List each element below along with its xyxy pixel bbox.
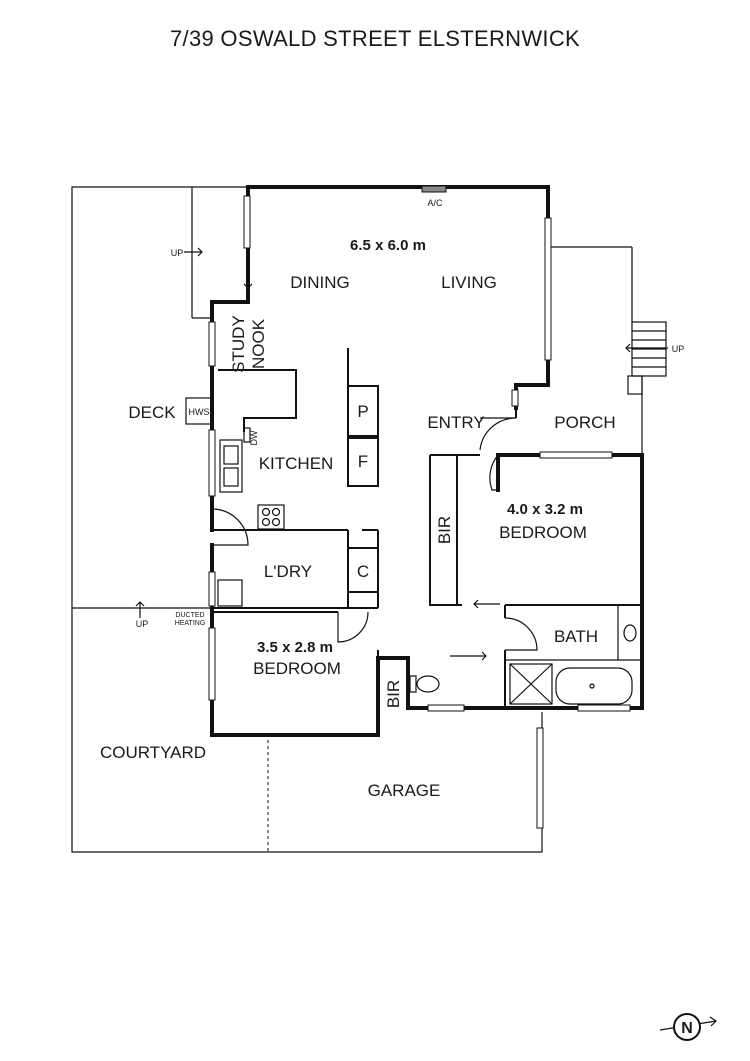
hws-box [185,397,213,425]
doors [211,417,538,651]
living-dimension: 6.5 x 6.0 m [350,237,426,254]
ducted-label-1: DUCTED [175,612,204,619]
hws-label: HWS [189,407,210,417]
bedroom2-label: BEDROOM [253,659,341,678]
plan-title: 7/39 OSWALD STREET ELSTERNWICK [170,26,580,51]
north-label: N [681,1020,693,1037]
bedroom2-dimension: 3.5 x 2.8 m [257,639,333,656]
ac-label: A/C [427,198,443,208]
entry-label: ENTRY [427,413,484,432]
bir2-label: BIR [384,680,403,708]
windows [208,195,631,829]
up-label-bottom: UP [136,619,149,629]
deck-label: DECK [128,403,176,422]
bir1-label: BIR [435,516,454,544]
porch-label: PORCH [554,413,615,432]
bedroom1-label: BEDROOM [499,523,587,542]
bath-label: BATH [554,627,598,646]
ducted-label-2: HEATING [175,620,206,627]
living-label: LIVING [441,273,497,292]
bedroom1-dimension: 4.0 x 3.2 m [507,501,583,518]
study-label-2: NOOK [249,318,268,369]
cupboard-label: C [357,562,369,581]
courtyard-label: COURTYARD [100,743,206,762]
up-label-right: UP [672,344,685,354]
porch-stairs [627,321,667,395]
study-label-1: STUDY [229,315,248,373]
ac-unit [421,185,447,193]
dw-label: DW [249,430,259,445]
fridge-label: F [358,452,368,471]
bath-fixtures [409,624,637,705]
garage-label: GARAGE [368,781,441,800]
kitchen-fixtures [185,397,285,607]
laundry-label: L'DRY [264,562,312,581]
pantry-label: P [357,402,368,421]
kitchen-label: KITCHEN [259,454,334,473]
dining-label: DINING [290,273,350,292]
up-label-left: UP [171,248,184,258]
direction-arrows [135,247,668,661]
north-arrow-icon: N [659,1013,717,1041]
